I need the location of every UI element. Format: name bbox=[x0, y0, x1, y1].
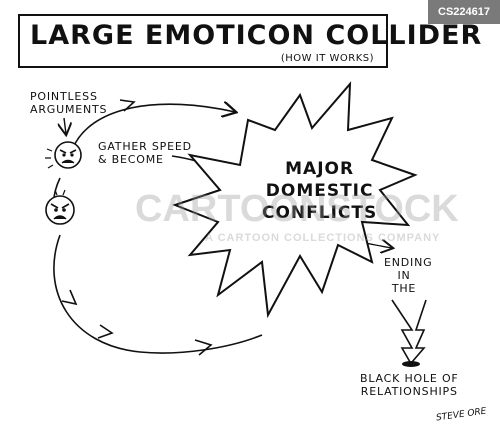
burst-label: MAJOR DOMESTIC CONFLICTS bbox=[262, 158, 377, 224]
title-rest-1: ARGE bbox=[48, 20, 145, 51]
title-frame: LARGE EMOTICON COLLIDER (HOW IT WORKS) bbox=[18, 14, 481, 68]
arrowhead-2 bbox=[61, 289, 78, 306]
funnel bbox=[391, 299, 427, 363]
title-cap-2: E bbox=[144, 20, 165, 51]
burst-line-1: MAJOR bbox=[285, 159, 355, 179]
title-cap-3: C bbox=[325, 20, 347, 51]
label-black-hole: BLACK HOLE OF RELATIONSHIPS bbox=[360, 372, 459, 398]
orbit-lower bbox=[53, 234, 263, 354]
title-cap-1: L bbox=[30, 20, 49, 51]
subtitle: (HOW IT WORKS) bbox=[280, 53, 374, 64]
black-hole bbox=[402, 361, 420, 367]
label-pointless-line2: ARGUMENTS bbox=[30, 103, 108, 116]
label-blackhole-line1: BLACK HOLE OF bbox=[360, 372, 459, 385]
angry-face-2 bbox=[45, 189, 75, 225]
label-ending-line3: THE bbox=[391, 282, 417, 295]
label-ending-line1: ENDING bbox=[384, 256, 433, 269]
orbit-loop bbox=[71, 104, 235, 151]
label-ending-in-the: ENDING IN THE bbox=[384, 256, 433, 295]
label-gather-line1: GATHER SPEED bbox=[98, 140, 192, 153]
label-pointless-arguments: POINTLESS ARGUMENTS bbox=[30, 90, 107, 116]
label-blackhole-line2: RELATIONSHIPS bbox=[360, 385, 458, 398]
label-gather-speed: GATHER SPEED & BECOME bbox=[98, 140, 192, 166]
arrowhead-4 bbox=[194, 339, 213, 356]
burst-line-2: DOMESTIC bbox=[265, 181, 374, 201]
arrowhead-1 bbox=[119, 99, 136, 112]
title-rest-3: OLLIDER bbox=[346, 20, 483, 51]
label-ending-line2: IN bbox=[397, 269, 411, 282]
title-rest-2: MOTICON bbox=[164, 20, 326, 51]
image-id-badge: CS224617 bbox=[428, 0, 500, 24]
arrow-pointless bbox=[64, 117, 66, 134]
label-pointless-line1: POINTLESS bbox=[30, 90, 98, 103]
label-gather-line2: & BECOME bbox=[98, 153, 164, 166]
angry-face-1 bbox=[45, 141, 82, 169]
burst-line-3: CONFLICTS bbox=[262, 203, 378, 223]
arrowhead-3 bbox=[97, 324, 114, 339]
explosion-burst bbox=[172, 81, 418, 319]
page-title: LARGE EMOTICON COLLIDER bbox=[30, 20, 482, 51]
